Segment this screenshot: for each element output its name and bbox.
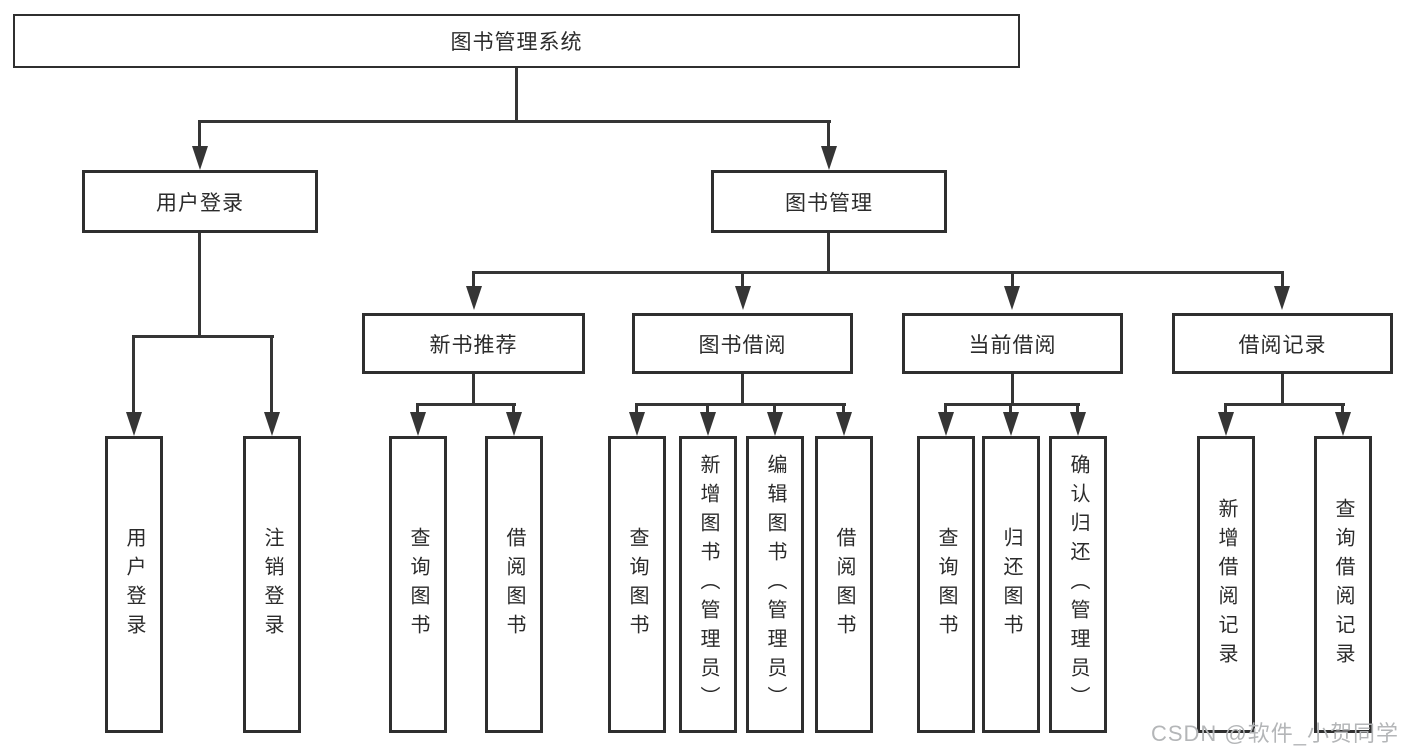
node-book-borrow-label: 图书借阅 [698, 333, 787, 357]
arrowhead-icon [767, 412, 783, 436]
connector-current-borrow-rail [944, 403, 1080, 406]
connector-stem-book-borrow [741, 271, 744, 288]
node-user-login: 用户登录 [82, 170, 318, 233]
arrowhead-icon [410, 412, 426, 436]
node-current-borrow: 当前借阅 [902, 313, 1123, 374]
arrowhead-icon [700, 412, 716, 436]
arrowhead-icon [1003, 412, 1019, 436]
connector-stem-book-mgmt [827, 120, 830, 148]
node-bb-add: 新增图书（管理员） [679, 436, 737, 733]
node-new-book-rec-label: 新书推荐 [429, 333, 518, 357]
node-cb-confirm-label: 确认归还（管理员） [1067, 454, 1089, 715]
node-book-mgmt-label: 图书管理 [785, 191, 873, 215]
arrowhead-icon [735, 286, 751, 310]
node-root: 图书管理系统 [13, 14, 1020, 68]
connector-stem-login [132, 335, 135, 414]
node-bb-edit-label: 编辑图书（管理员） [764, 454, 786, 715]
connector-stem-bb-query [635, 403, 638, 414]
connector-stem-logout [270, 335, 273, 414]
connector-stem-bb-add [706, 403, 709, 414]
connector-stem-cb-confirm [1076, 403, 1079, 414]
connector-stem-cb-return [1009, 403, 1012, 414]
connector-stem-nbr-query [416, 403, 419, 414]
connector-stem-cb-query [944, 403, 947, 414]
arrowhead-icon [629, 412, 645, 436]
connector-borrow-record-rail [1224, 403, 1345, 406]
node-current-borrow-label: 当前借阅 [968, 333, 1057, 357]
node-login-label: 用户登录 [123, 526, 145, 643]
connector-stem-bb-borrow [842, 403, 845, 414]
node-cb-query: 查询图书 [917, 436, 975, 733]
arrowhead-icon [192, 146, 208, 170]
node-nbr-query-label: 查询图书 [407, 526, 429, 643]
arrowhead-icon [126, 412, 142, 436]
node-cb-confirm: 确认归还（管理员） [1049, 436, 1107, 733]
node-user-login-label: 用户登录 [156, 191, 244, 215]
arrowhead-icon [466, 286, 482, 310]
watermark-text: CSDN @软件_小贺同学 [1150, 721, 1399, 746]
node-borrow-record-label: 借阅记录 [1238, 333, 1327, 357]
node-bb-add-label: 新增图书（管理员） [697, 454, 719, 715]
node-nbr-query: 查询图书 [389, 436, 447, 733]
connector-stem-br-query [1341, 403, 1344, 414]
connector-book-borrow-stem [741, 374, 744, 405]
connector-user-login-stem [198, 233, 201, 337]
arrowhead-icon [264, 412, 280, 436]
node-cb-return: 归还图书 [982, 436, 1040, 733]
node-nbr-borrow: 借阅图书 [485, 436, 543, 733]
connector-borrow-record-stem [1281, 374, 1284, 405]
node-borrow-record: 借阅记录 [1172, 313, 1393, 374]
arrowhead-icon [1004, 286, 1020, 310]
connector-stem-borrow-record [1281, 271, 1284, 288]
arrowhead-icon [506, 412, 522, 436]
arrowhead-icon [836, 412, 852, 436]
node-login: 用户登录 [105, 436, 163, 733]
node-cb-return-label: 归还图书 [1000, 526, 1022, 643]
node-br-query: 查询借阅记录 [1314, 436, 1372, 733]
node-nbr-borrow-label: 借阅图书 [503, 526, 525, 643]
connector-user-login-rail [132, 335, 274, 338]
connector-new-book-rec-stem [472, 374, 475, 405]
connector-stem-user-login [198, 120, 201, 148]
connector-stem-bb-edit [773, 403, 776, 414]
node-bb-borrow-label: 借阅图书 [833, 526, 855, 643]
node-br-add: 新增借阅记录 [1197, 436, 1255, 733]
connector-stem-br-add [1224, 403, 1227, 414]
node-logout: 注销登录 [243, 436, 301, 733]
node-bb-borrow: 借阅图书 [815, 436, 873, 733]
connector-stem-new-book-rec [472, 271, 475, 288]
arrowhead-icon [821, 146, 837, 170]
arrowhead-icon [1070, 412, 1086, 436]
connector-level3-rail [472, 271, 1284, 274]
node-bb-query-label: 查询图书 [626, 526, 648, 643]
node-br-add-label: 新增借阅记录 [1215, 497, 1237, 672]
arrowhead-icon [1335, 412, 1351, 436]
connector-book-mgmt-stem [827, 233, 830, 274]
node-bb-query: 查询图书 [608, 436, 666, 733]
connector-stem-nbr-borrow [512, 403, 515, 414]
connector-level2-rail [198, 120, 831, 123]
connector-current-borrow-stem [1011, 374, 1014, 405]
node-cb-query-label: 查询图书 [935, 526, 957, 643]
connector-stem-current-borrow [1011, 271, 1014, 288]
connector-new-book-rec-rail [416, 403, 516, 406]
node-logout-label: 注销登录 [261, 526, 283, 643]
node-br-query-label: 查询借阅记录 [1332, 497, 1354, 672]
arrowhead-icon [1218, 412, 1234, 436]
node-bb-edit: 编辑图书（管理员） [746, 436, 804, 733]
node-new-book-rec: 新书推荐 [362, 313, 585, 374]
node-root-label: 图书管理系统 [450, 31, 583, 54]
arrowhead-icon [938, 412, 954, 436]
node-book-borrow: 图书借阅 [632, 313, 853, 374]
arrowhead-icon [1274, 286, 1290, 310]
node-book-mgmt: 图书管理 [711, 170, 947, 233]
connector-root-stem [515, 68, 518, 123]
connector-book-borrow-rail [635, 403, 846, 406]
